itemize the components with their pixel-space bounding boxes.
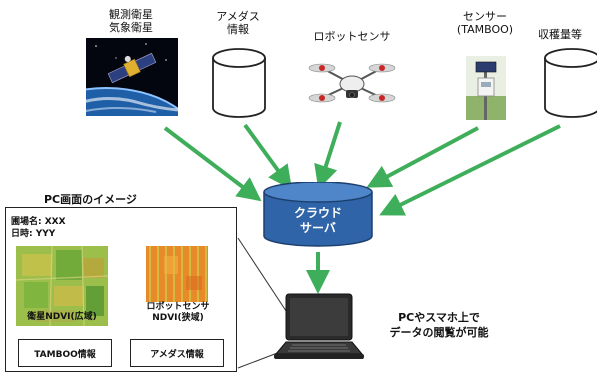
amedas-label: アメダス 情報 xyxy=(210,10,266,36)
caption-line1: PCやスマホ上で xyxy=(398,311,480,324)
amedas-label-line1: アメダス xyxy=(216,10,260,23)
satellite-image xyxy=(86,38,178,116)
robot-label: ロボットセンサ xyxy=(313,30,391,43)
arrow-sensor-to-cloud xyxy=(366,126,479,188)
drone-image xyxy=(308,63,396,103)
cloud-server-cylinder xyxy=(263,182,373,247)
cloud-label-line1: クラウド xyxy=(293,206,342,220)
amedas-label-line2: 情報 xyxy=(227,23,249,36)
satellite-ndvi-map[interactable] xyxy=(16,246,108,326)
caption-line2: データの閲覧が可能 xyxy=(389,326,489,339)
satellite-label-line1: 観測衛星 xyxy=(109,8,153,21)
amedas-info-button[interactable]: アメダス情報 xyxy=(130,339,224,367)
connector-line xyxy=(237,351,281,369)
pc-screen-title: PC画面のイメージ xyxy=(44,193,137,206)
connector-line xyxy=(237,237,293,321)
arrow-robot-to-cloud xyxy=(314,121,342,190)
harvest-database-icon xyxy=(544,48,597,118)
satellite-label-line2: 気象衛星 xyxy=(109,21,153,34)
sensor-label: センサー (TAMBOO) xyxy=(452,10,518,36)
robot-ndvi-label-line1: ロボットセンサ xyxy=(146,302,210,312)
satellite-ndvi-label: 衛星NDVI(広域) xyxy=(27,312,97,322)
tamboo-sensor-image xyxy=(466,56,506,120)
pc-screen-frame: 圃場名: XXX 日時: YYY 衛星NDVI(広域) ロボットセンサ NDVI… xyxy=(5,207,237,372)
robot-ndvi-label: ロボットセンサ NDVI(狭域) xyxy=(136,302,220,324)
amedas-database-icon xyxy=(212,48,266,118)
sensor-label-line2: (TAMBOO) xyxy=(456,23,514,36)
access-caption: PCやスマホ上で データの閲覧が可能 xyxy=(374,310,504,340)
cloud-label-line2: サーバ xyxy=(300,221,336,235)
laptop-icon xyxy=(274,293,364,359)
arrow-satellite-to-cloud xyxy=(163,126,262,202)
cloud-server-label: クラウド サーバ xyxy=(262,206,374,236)
field-name: 圃場名: XXX xyxy=(11,217,66,227)
harvest-label: 収穫量等 xyxy=(538,28,582,41)
tamboo-info-button[interactable]: TAMBOO情報 xyxy=(18,339,112,367)
robot-ndvi-map[interactable] xyxy=(146,246,208,302)
robot-ndvi-label-line2: NDVI(狭域) xyxy=(152,313,204,323)
datetime: 日時: YYY xyxy=(11,229,56,239)
satellite-label: 観測衛星 気象衛星 xyxy=(96,8,166,34)
arrow-amedas-to-cloud xyxy=(243,123,293,190)
arrow-harvest-to-cloud xyxy=(379,124,561,216)
sensor-label-line1: センサー xyxy=(463,10,507,23)
